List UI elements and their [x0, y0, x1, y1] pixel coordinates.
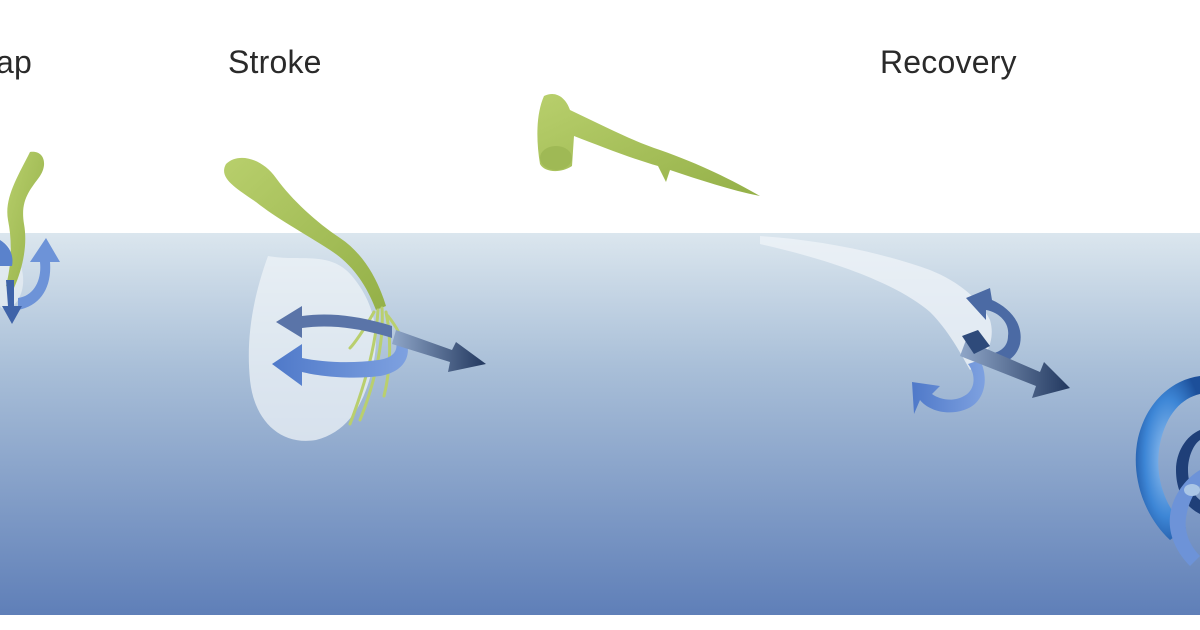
phase-label-recovery: Recovery	[880, 44, 1017, 80]
mid-phase	[537, 93, 760, 196]
stroke-arrow-front	[272, 340, 408, 386]
stroke-arrow-back	[276, 306, 392, 338]
vortex-highlight	[1184, 484, 1200, 496]
phase-label-flap: ap	[0, 44, 32, 80]
phase-label-stroke: Stroke	[228, 44, 322, 80]
stroke-phase	[224, 157, 486, 441]
vortex-ring	[1135, 376, 1200, 566]
mid-wing-joint	[540, 146, 572, 170]
flap-arrow-left	[0, 240, 13, 266]
vortex-ring-outer	[1135, 376, 1200, 540]
flap-wing	[6, 151, 45, 288]
recovery-arrow-core	[962, 330, 990, 354]
recovery-arrow-thrust	[960, 340, 1070, 398]
recovery-phase	[760, 236, 1070, 414]
water-body	[0, 233, 1200, 615]
recovery-arrow-left	[912, 360, 985, 414]
stroke-wing	[224, 157, 386, 310]
flap-arrow-up	[18, 238, 60, 310]
stroke-wake	[248, 256, 376, 441]
stroke-arrow-thrust	[392, 330, 486, 372]
mid-wing	[537, 93, 760, 196]
flap-arrow-down	[2, 280, 22, 324]
recovery-arrow-top	[966, 288, 1021, 366]
flap-phase	[0, 151, 60, 324]
